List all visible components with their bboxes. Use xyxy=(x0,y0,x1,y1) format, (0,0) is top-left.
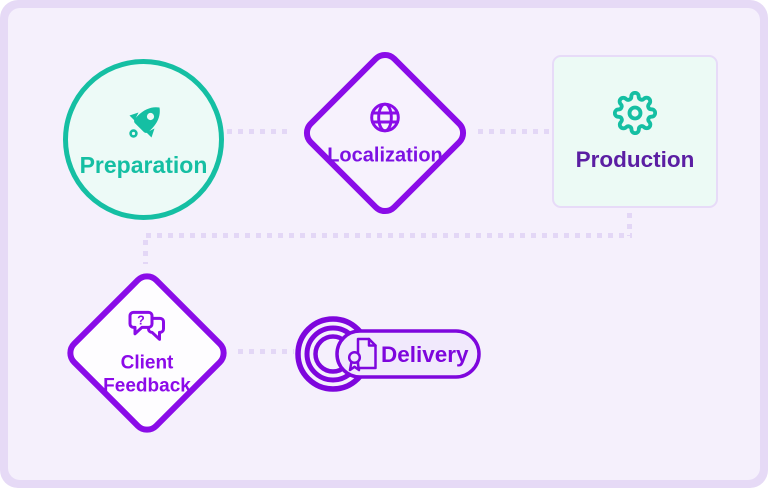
globe-icon xyxy=(366,99,404,142)
connector-preparation-localization xyxy=(227,129,289,134)
step-label-production: Production xyxy=(575,146,695,172)
connector-localization-production xyxy=(478,129,551,134)
step-delivery: Delivery xyxy=(290,306,486,402)
step-localization: Localization xyxy=(297,45,473,221)
connector-feedback-delivery xyxy=(238,349,294,354)
step-label-localization: Localization xyxy=(327,144,443,167)
connector-production-feedback-horizontal xyxy=(146,233,632,238)
connector-production-down xyxy=(627,213,632,236)
step-production: Production xyxy=(552,55,718,208)
step-label-client-feedback: Client Feedback xyxy=(103,352,191,397)
step-label-preparation: Preparation xyxy=(79,152,208,178)
step-client-feedback: ? Client Feedback xyxy=(60,266,234,440)
chat-question-icon: ? xyxy=(125,308,169,349)
step-label-delivery: Delivery xyxy=(381,342,469,367)
question-mark-glyph: ? xyxy=(137,313,145,327)
step-preparation: Preparation xyxy=(63,59,224,220)
certificate-icon xyxy=(347,337,377,372)
rocket-icon xyxy=(121,100,167,151)
connector-down-feedback xyxy=(143,240,148,264)
gear-icon xyxy=(612,90,658,140)
